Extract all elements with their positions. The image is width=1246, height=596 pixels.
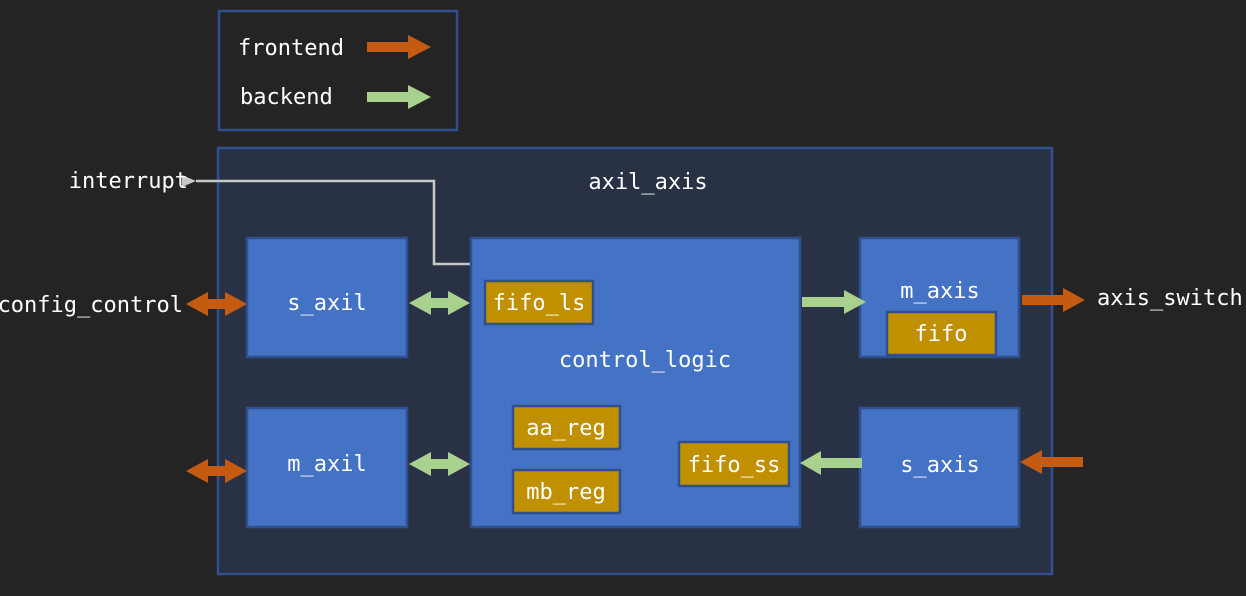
m-axil-block — [245, 406, 409, 529]
m-axil-external-arrow — [186, 459, 247, 483]
control-logic-label: control_logic — [559, 348, 731, 373]
control-to-m-axis-arrow — [802, 290, 866, 314]
interrupt-line — [182, 175, 471, 266]
m-axil-label: m_axil — [287, 452, 366, 477]
legend-frontend-label: frontend — [238, 36, 344, 61]
fifo-ls-register — [483, 279, 595, 326]
s-axis-to-control-arrow — [800, 451, 862, 475]
container-title: axil_axis — [588, 170, 707, 195]
m-axis-label: m_axis — [900, 279, 979, 304]
legend-frontend-arrow — [367, 35, 431, 59]
legend: frontend backend — [217, 9, 459, 132]
legend-backend-arrow — [367, 85, 431, 109]
fifo-label: fifo — [915, 322, 968, 347]
config-control-arrow — [186, 292, 247, 316]
mb-reg-register — [511, 468, 622, 515]
s-axil-control-arrow — [409, 291, 470, 315]
aa-reg-label: aa_reg — [526, 416, 605, 441]
interrupt-label: interrupt — [69, 169, 188, 194]
fifo-ss-label: fifo_ss — [688, 453, 781, 478]
s-axis-input-arrow — [1020, 450, 1083, 474]
fifo-register — [885, 310, 998, 357]
s-axis-block — [858, 406, 1021, 529]
fifo-ss-register — [677, 440, 791, 488]
s-axil-label: s_axil — [287, 291, 366, 316]
mb-reg-label: mb_reg — [526, 480, 605, 505]
config-control-label: config_control — [0, 293, 183, 318]
fifo-ls-label: fifo_ls — [493, 291, 586, 316]
legend-backend-label: backend — [240, 85, 333, 110]
axis-switch-label: axis_switch — [1097, 286, 1243, 311]
m-axil-control-arrow — [409, 452, 470, 476]
s-axis-label: s_axis — [900, 453, 979, 478]
legend-box — [217, 9, 459, 132]
s-axil-block — [245, 236, 409, 359]
axis-switch-arrow — [1022, 288, 1085, 312]
aa-reg-register — [511, 404, 622, 451]
